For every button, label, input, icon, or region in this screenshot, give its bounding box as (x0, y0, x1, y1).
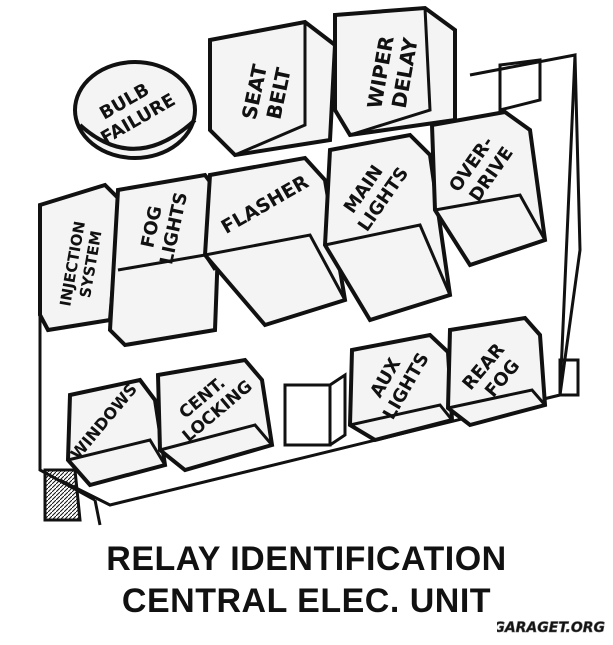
watermark-text: GARAGET.ORG (497, 620, 605, 636)
relay-cent-locking: CENT. LOCKING (155, 357, 275, 473)
relay-bulb-failure: BULB FAILURE (73, 60, 197, 160)
relay-over-drive: OVER- DRIVE (429, 109, 548, 268)
relay-wiper-delay: WIPER DELAY (333, 5, 457, 138)
relay-seat-belt: SEAT BELT (208, 19, 338, 158)
svg-text:SEAT BELT: SEAT BELT (237, 55, 297, 126)
relay-rear-fog: REAR FOG (445, 315, 548, 428)
relay-injection-system: INJECTION SYSTEM (38, 182, 123, 333)
unit-base (38, 53, 582, 526)
relay-flasher: FLASHER (202, 155, 348, 328)
relay-windows: WINDOWS (65, 377, 168, 488)
relay-aux-lights: AUX LIGHTS (347, 332, 455, 443)
caption-subtitle: CENTRAL ELEC. UNIT (121, 582, 492, 620)
relay-main-lights: MAIN LIGHTS (322, 132, 453, 323)
caption-title: RELAY IDENTIFICATION (106, 540, 507, 578)
relay-fog-lights: FOG LIGHTS (107, 172, 223, 348)
watermark-logo: GARAGET.ORG (497, 620, 605, 636)
